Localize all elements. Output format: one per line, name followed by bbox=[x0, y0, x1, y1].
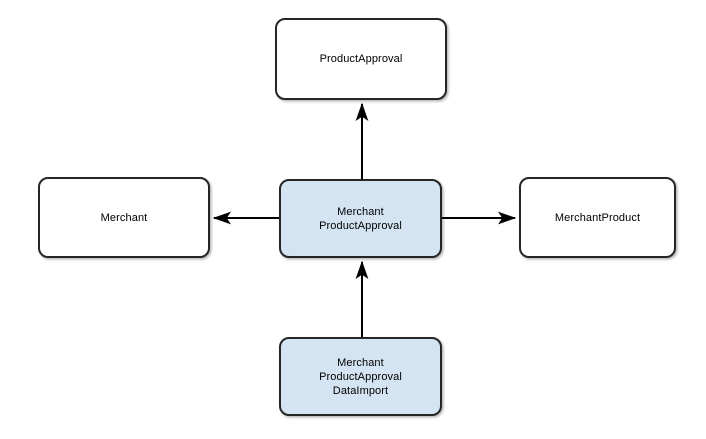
node-merchant[interactable]: Merchant bbox=[38, 177, 210, 258]
node-merchant-label: Merchant bbox=[100, 211, 148, 224]
node-merchant-product[interactable]: MerchantProduct bbox=[519, 177, 676, 258]
node-product-approval[interactable]: ProductApproval bbox=[275, 18, 447, 100]
node-merchant-product-label: MerchantProduct bbox=[554, 211, 641, 224]
node-product-approval-label: ProductApproval bbox=[319, 53, 403, 65]
node-merchant-product-approval-data-import[interactable]: Merchant ProductApproval DataImport bbox=[279, 337, 442, 416]
node-merchant-product-approval-data-import-label: Merchant ProductApproval DataImport bbox=[319, 356, 402, 397]
node-merchant-product-approval[interactable]: Merchant ProductApproval bbox=[279, 179, 442, 258]
node-merchant-product-approval-label: Merchant ProductApproval bbox=[319, 205, 402, 232]
